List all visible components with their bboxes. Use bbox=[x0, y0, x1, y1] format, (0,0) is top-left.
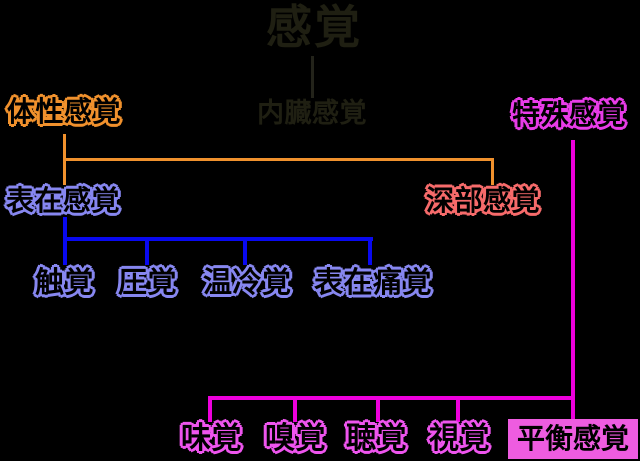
connector-superficial-horizontal bbox=[63, 237, 373, 241]
node-equilibrium-sense-highlight: 平衡感覚 bbox=[508, 419, 638, 459]
connector-somatic-horizontal bbox=[63, 158, 494, 161]
connector-taste-drop bbox=[208, 396, 212, 422]
connector-vision-drop bbox=[456, 396, 460, 422]
node-pressure-sense: 圧覚 bbox=[118, 265, 178, 299]
connector-thermal-drop bbox=[243, 237, 247, 265]
connector-special-horizontal bbox=[208, 396, 575, 400]
connector-root-to-visceral bbox=[311, 56, 314, 98]
connector-special-vertical bbox=[571, 140, 575, 420]
connector-superficial-pain-drop bbox=[368, 237, 372, 265]
node-sensation-root: 感覚 bbox=[266, 0, 362, 54]
connector-superficial-vertical bbox=[63, 217, 67, 239]
node-visceral-sensation: 内臓感覚 bbox=[257, 98, 367, 129]
connector-hearing-drop bbox=[376, 396, 380, 422]
node-somatic-sensation: 体性感覚 bbox=[7, 95, 122, 128]
node-deep-sensation: 深部感覚 bbox=[426, 184, 541, 217]
connector-pressure-drop bbox=[145, 237, 149, 265]
connector-deep-drop bbox=[491, 158, 494, 185]
node-vision-sense: 視覚 bbox=[429, 421, 490, 456]
connector-smell-drop bbox=[293, 396, 297, 422]
connector-touch-drop bbox=[63, 237, 67, 265]
node-superficial-sensation: 表在感覚 bbox=[6, 184, 121, 217]
node-smell-sense: 嗅覚 bbox=[265, 421, 326, 456]
node-hearing-sense: 聴覚 bbox=[346, 421, 407, 456]
node-superficial-pain-sense: 表在痛覚 bbox=[314, 265, 433, 299]
equilibrium-label: 平衡感覚 bbox=[516, 422, 629, 455]
node-thermal-sense: 温冷覚 bbox=[203, 265, 292, 299]
node-special-sensation: 特殊感覚 bbox=[512, 98, 627, 131]
node-touch-sense: 触覚 bbox=[35, 265, 95, 299]
node-taste-sense: 味覚 bbox=[181, 421, 242, 456]
